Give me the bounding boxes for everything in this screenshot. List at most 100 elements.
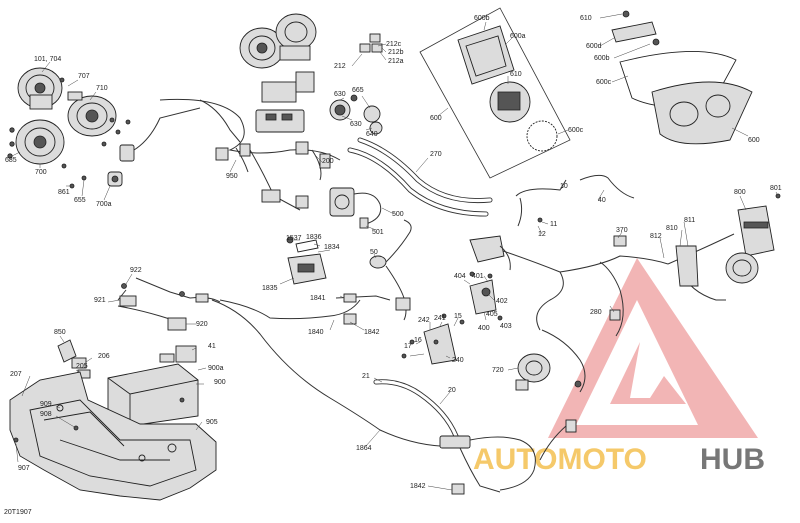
callout-12[interactable]: 12 — [538, 231, 546, 238]
callout-500[interactable]: 500 — [392, 211, 404, 218]
callout-240[interactable]: 240 — [452, 357, 464, 364]
callout-20[interactable]: 20 — [448, 387, 456, 394]
callout-610-right[interactable]: 610 — [580, 15, 592, 22]
callout-710[interactable]: 710 — [96, 85, 108, 92]
callout-10[interactable]: 10 — [560, 183, 568, 190]
callout-801[interactable]: 801 — [770, 185, 782, 192]
callout-404[interactable]: 404 — [454, 273, 466, 280]
callout-1836[interactable]: 1836 — [306, 234, 322, 241]
part-bracket-600d[interactable] — [611, 10, 660, 46]
callout-630-mid[interactable]: 630 — [350, 121, 362, 128]
callout-401[interactable]: 401 — [472, 273, 484, 280]
callout-700a[interactable]: 700a — [96, 201, 112, 208]
part-actuator-700[interactable] — [15, 119, 65, 165]
callout-811[interactable]: 811 — [684, 217, 695, 224]
callout-1834[interactable]: 1834 — [324, 244, 340, 251]
callout-206[interactable]: 206 — [98, 353, 110, 360]
callout-200[interactable]: 200 — [322, 158, 334, 165]
part-fuse-850[interactable] — [57, 339, 77, 363]
callout-655[interactable]: 655 — [74, 197, 86, 204]
callout-1842-mid[interactable]: 1842 — [364, 329, 380, 336]
callout-270[interactable]: 270 — [430, 151, 442, 158]
part-intake-hose-270[interactable] — [347, 137, 493, 217]
callout-600b-right[interactable]: 600b — [594, 55, 610, 62]
part-connector-280[interactable] — [609, 309, 621, 321]
callout-800[interactable]: 800 — [734, 189, 746, 196]
part-ecm-bracket[interactable] — [255, 71, 315, 133]
callout-908[interactable]: 908 — [40, 411, 52, 418]
callout-15[interactable]: 15 — [454, 313, 462, 320]
callout-600a[interactable]: 600a — [510, 33, 526, 40]
callout-1864[interactable]: 1864 — [356, 445, 372, 452]
callout-922[interactable]: 922 — [130, 267, 142, 274]
callout-610-box[interactable]: 610 — [510, 71, 522, 78]
callout-921[interactable]: 921 — [94, 297, 106, 304]
callout-900[interactable]: 900 — [214, 379, 226, 386]
callout-720[interactable]: 720 — [492, 367, 504, 374]
part-battery-900[interactable] — [107, 363, 199, 427]
callout-41[interactable]: 41 — [208, 343, 216, 350]
callout-405[interactable]: 405 — [486, 311, 498, 318]
callout-900a[interactable]: 900a — [208, 365, 224, 372]
callout-810[interactable]: 810 — [666, 225, 678, 232]
part-harness-920[interactable] — [117, 289, 187, 331]
part-harness-1864-end[interactable] — [439, 419, 577, 493]
callout-707[interactable]: 707 — [78, 73, 90, 80]
part-connector-lower[interactable] — [261, 189, 309, 209]
part-relay-370[interactable] — [613, 235, 627, 247]
callout-212a[interactable]: 212a — [388, 58, 404, 65]
callout-905[interactable]: 905 — [206, 419, 218, 426]
callout-40[interactable]: 40 — [598, 197, 606, 204]
callout-17[interactable]: 17 — [404, 343, 412, 350]
callout-205[interactable]: 205 — [76, 363, 88, 370]
part-bracket-240[interactable] — [423, 323, 457, 365]
part-gauge-ring-600c[interactable] — [526, 120, 558, 152]
callout-600c-box[interactable]: 600c — [568, 127, 584, 134]
callout-212[interactable]: 212 — [334, 63, 346, 70]
callout-685[interactable]: 685 — [5, 157, 17, 164]
part-sensor-700a[interactable] — [107, 171, 123, 187]
callout-50[interactable]: 50 — [370, 249, 378, 256]
part-sensor-1841[interactable] — [343, 293, 411, 311]
part-bracket-811[interactable] — [675, 245, 699, 287]
part-connector-950[interactable] — [215, 143, 251, 161]
callout-600d[interactable]: 600d — [586, 43, 602, 50]
part-horn-810[interactable] — [725, 252, 759, 284]
callout-403[interactable]: 403 — [500, 323, 512, 330]
callout-16[interactable]: 16 — [414, 337, 422, 344]
callout-242[interactable]: 242 — [418, 317, 430, 324]
callout-1537[interactable]: 1537 — [286, 235, 302, 242]
part-bracket-400[interactable] — [469, 279, 497, 315]
callout-640[interactable]: 640 — [366, 131, 378, 138]
part-cable-922[interactable] — [121, 277, 221, 303]
callout-21[interactable]: 21 — [362, 373, 370, 380]
part-ecu-800[interactable] — [737, 205, 775, 257]
part-connector-41[interactable] — [159, 345, 197, 363]
callout-600b[interactable]: 600b — [474, 15, 490, 22]
callout-1835[interactable]: 1835 — [262, 285, 278, 292]
callout-950[interactable]: 950 — [226, 173, 238, 180]
part-bracket-upper[interactable] — [469, 235, 511, 271]
part-terminal-206[interactable] — [71, 357, 87, 369]
part-module-500[interactable] — [329, 187, 395, 231]
part-actuator-101[interactable] — [17, 67, 63, 110]
callout-370[interactable]: 370 — [616, 227, 628, 234]
callout-920[interactable]: 920 — [196, 321, 208, 328]
part-gauge-600[interactable] — [651, 81, 753, 145]
callout-280[interactable]: 280 — [590, 309, 602, 316]
callout-600c-right[interactable]: 600c — [596, 79, 612, 86]
callout-812[interactable]: 812 — [650, 233, 662, 240]
callout-600-right[interactable]: 600 — [748, 137, 760, 144]
callout-600-box[interactable]: 600 — [430, 115, 442, 122]
part-hose-20[interactable] — [373, 379, 459, 439]
callout-101-704[interactable]: 101, 704 — [34, 56, 61, 63]
part-throttle-body-710[interactable] — [67, 91, 117, 137]
part-battery-tray-905[interactable] — [9, 371, 217, 501]
callout-212b[interactable]: 212b — [388, 49, 404, 56]
callout-861[interactable]: 861 — [58, 189, 70, 196]
callout-907[interactable]: 907 — [18, 465, 30, 472]
part-sensor-50[interactable] — [369, 219, 412, 321]
callout-1842-bottom[interactable]: 1842 — [410, 483, 426, 490]
part-sensor-665[interactable] — [329, 94, 383, 135]
callout-501[interactable]: 501 — [372, 229, 384, 236]
